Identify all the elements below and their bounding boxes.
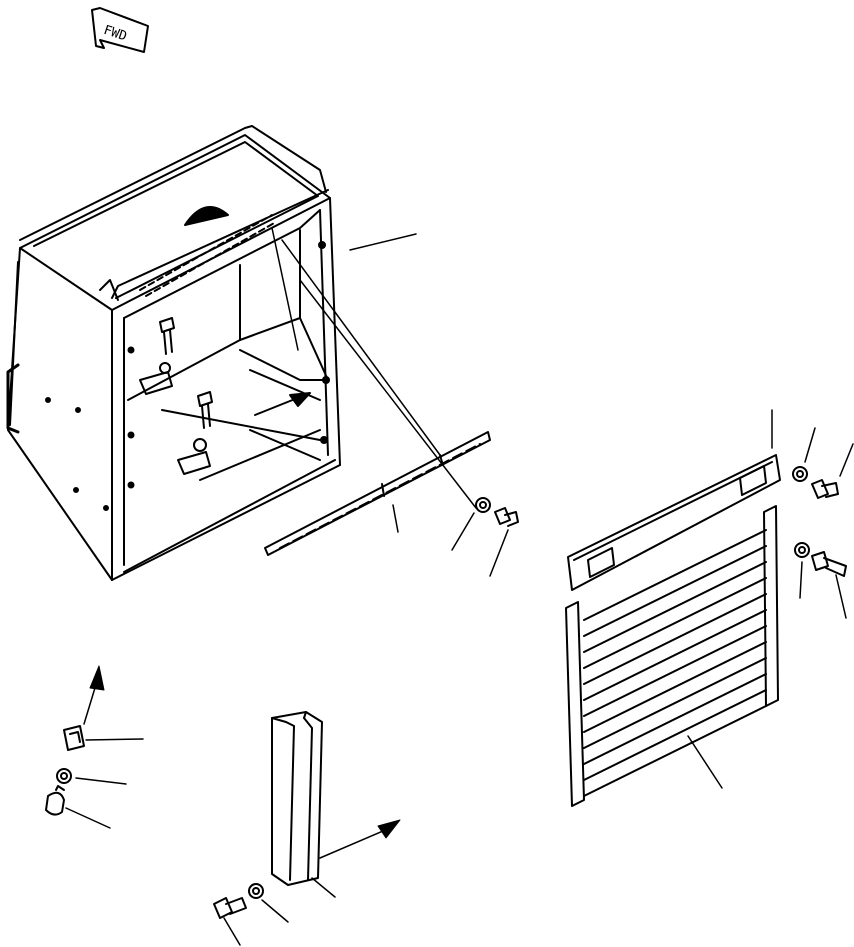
side-seal-strip — [264, 431, 491, 556]
strip-washer — [475, 497, 491, 513]
housing-leader-line — [349, 233, 417, 251]
plate-washer-lower — [794, 542, 810, 558]
radiator-guard-housing — [6, 125, 341, 581]
plate-washer-upper — [792, 466, 808, 482]
strip-bolt — [494, 507, 519, 527]
grille-louver-panel — [565, 505, 779, 807]
fwd-label: FWD — [102, 23, 129, 45]
bolt — [45, 785, 65, 816]
washer — [56, 768, 72, 784]
channel-washer — [248, 883, 264, 899]
guard-plate — [567, 454, 781, 591]
side-channel — [271, 711, 323, 886]
channel-arrow — [319, 827, 391, 859]
assembly-line — [271, 227, 477, 509]
louver-leader-line — [687, 735, 723, 789]
plate-bolt-lower — [811, 551, 847, 577]
strip-leader-line — [392, 504, 399, 533]
plate-bolt-upper — [811, 479, 839, 499]
fwd-arrow-icon: FWD — [91, 7, 149, 53]
channel-bolt — [213, 897, 247, 919]
clip-nut — [63, 725, 85, 751]
